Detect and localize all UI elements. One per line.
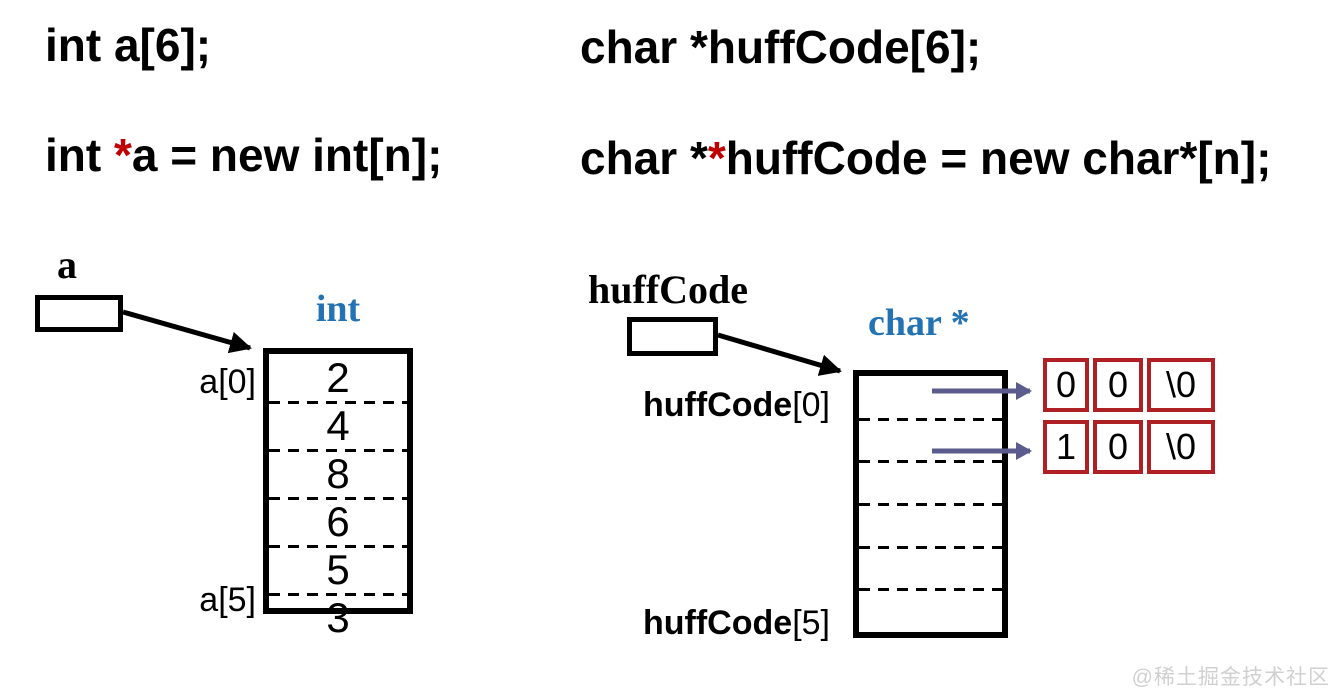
char-cell: 0 — [1043, 358, 1089, 412]
array-cell — [859, 461, 1002, 506]
index-label-huffcode5: huffCode[5] — [560, 604, 830, 643]
charptr-array-table — [853, 370, 1008, 638]
code-dynamic-int-array: int *a = new int[n]; — [45, 128, 442, 182]
char-cell: \0 — [1147, 358, 1215, 412]
array-cell — [859, 504, 1002, 549]
array-cell: 2 — [269, 354, 407, 404]
pointer-variable-label-a: a — [57, 242, 77, 287]
array-cell: 6 — [269, 498, 407, 548]
array-cell — [859, 419, 1002, 463]
type-label-int: int — [315, 288, 361, 330]
array-cell: 3 — [326, 594, 350, 641]
index-label-bracket: [5] — [792, 604, 830, 642]
char-cell: \0 — [1147, 420, 1215, 474]
code-segment: huffCode = new char*[n]; — [725, 132, 1272, 184]
char-cell: 0 — [1093, 358, 1143, 412]
pointer-variable-label-huffcode: huffCode — [588, 267, 749, 312]
array-cell: 5 — [269, 546, 407, 596]
char-cell: 1 — [1043, 420, 1089, 474]
pointer-box-a — [35, 295, 123, 332]
array-cell — [859, 589, 1002, 632]
code-segment: int — [45, 129, 114, 181]
pointer-box-huffcode — [627, 317, 718, 356]
a-pointer-arrow — [122, 309, 252, 354]
watermark: @稀土掘金技术社区 — [1131, 666, 1330, 689]
huffcode-pointer-arrow — [717, 332, 842, 376]
pointer-star: * — [113, 129, 132, 181]
array-cell — [859, 376, 1002, 421]
array-cell: 8 — [269, 450, 407, 500]
code-static-charptr-array: char *huffCode[6]; — [580, 21, 982, 73]
int-array-table: 2 4 8 6 5 3 — [263, 348, 413, 641]
index-label-a0: a[0] — [199, 363, 256, 401]
code-static-int-array: int a[6]; — [45, 19, 212, 71]
array-cell: 4 — [269, 402, 407, 452]
index-label-name: huffCode — [643, 604, 793, 642]
index-label-name: huffCode — [643, 386, 793, 424]
code-segment: char * — [580, 132, 708, 184]
code-segment: a = new int[n]; — [131, 129, 443, 181]
string-cells-row-0: 0 0 \0 — [1043, 358, 1215, 412]
index-label-a5: a[5] — [199, 581, 256, 619]
index-label-huffcode0: huffCode[0] — [560, 386, 830, 425]
string-cells-row-1: 1 0 \0 — [1043, 420, 1215, 474]
array-cell — [859, 547, 1002, 591]
code-dynamic-charptr-array: char **huffCode = new char*[n]; — [580, 131, 1271, 185]
char-cell: 0 — [1093, 420, 1143, 474]
index-label-bracket: [0] — [792, 386, 830, 424]
pointer-star: * — [707, 132, 726, 184]
type-label-char-pointer: char * — [868, 302, 970, 344]
